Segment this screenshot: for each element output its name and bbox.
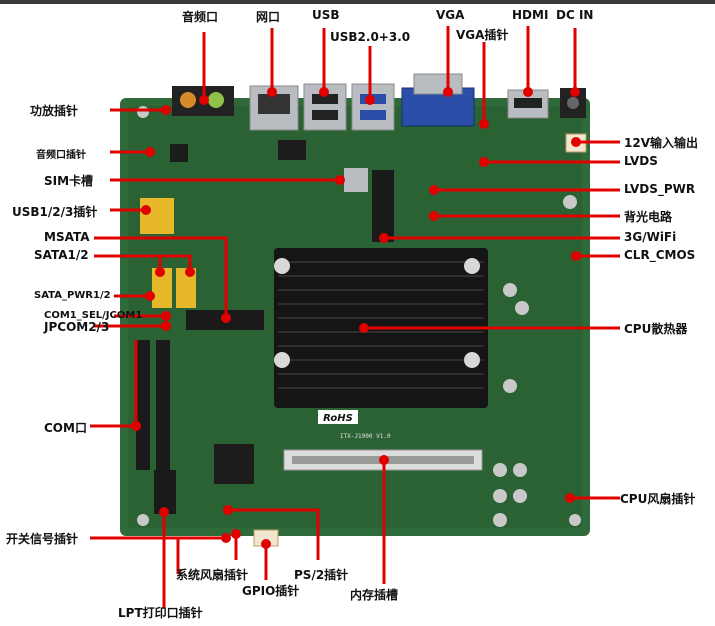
audio-jack [208, 92, 224, 108]
wifi-slot [372, 170, 394, 242]
mount-hole [137, 514, 149, 526]
label-dc-in: DC IN [556, 8, 594, 22]
usb-port-body [351, 83, 395, 131]
lan-chip [278, 140, 306, 160]
label-usb20-30: USB2.0+3.0 [330, 30, 411, 44]
audio-jack [180, 92, 196, 108]
label-hdmi: HDMI [512, 8, 549, 22]
rohs-mark-box [318, 410, 358, 424]
label-cpu-fan-header: CPU风扇插针 [620, 492, 696, 506]
sim-slot-frame [344, 168, 368, 192]
vga-connector-shell [413, 73, 463, 95]
label-usb123-header: USB1/2/3插针 [12, 205, 98, 219]
label-com-port: COM口 [44, 421, 87, 435]
label-audio-header: 音频口插针 [36, 150, 86, 161]
label-lpt-header: LPT打印口插针 [118, 606, 203, 620]
com-header [136, 340, 150, 470]
audio-chip [170, 144, 188, 162]
rohs-mark: RoHS [323, 413, 353, 424]
label-lvds: LVDS [624, 154, 658, 168]
label-sys-fan-header: 系统风扇插针 [176, 568, 249, 582]
board-model: ITX-J1900 V1.0 [340, 433, 391, 440]
heatsink-pin [464, 352, 480, 368]
usb-port-slot [312, 110, 338, 120]
io-chip [214, 444, 254, 484]
label-lvds-pwr: LVDS_PWR [624, 182, 696, 196]
heatsink-pin [464, 258, 480, 274]
label-wifi-3g: 3G/WiFi [624, 230, 677, 244]
usb-port-slot [312, 94, 338, 104]
lpt-header [154, 470, 176, 514]
label-audio-port: 音频口 [182, 10, 219, 24]
heatsink-fins [278, 261, 484, 389]
label-sata-pwr12: SATA_PWR1/2 [34, 290, 111, 301]
label-msata: MSATA [44, 230, 90, 244]
label-lan-port: 网口 [256, 10, 281, 24]
label-ps2-header: PS/2插针 [294, 568, 349, 582]
capacitors [493, 195, 577, 527]
usb-port-slot [360, 110, 386, 120]
heatsink-pin [274, 352, 290, 368]
label-vga: VGA [436, 8, 465, 22]
mount-hole [137, 106, 149, 118]
usb-header-block [140, 198, 174, 234]
dc-in-hole [567, 97, 579, 109]
com-header [156, 340, 170, 470]
label-backlight: 背光电路 [624, 210, 673, 224]
label-gpio-header: GPIO插针 [242, 584, 300, 598]
mount-hole [569, 514, 581, 526]
top-bar [0, 0, 715, 4]
label-sata12: SATA1/2 [34, 248, 89, 262]
label-jpcom23: JPCOM2/3 [44, 320, 110, 334]
label-com1-sel: COM1_SEL/JCOM1 [44, 310, 143, 321]
label-vga-header: VGA插针 [456, 28, 509, 42]
leader-dots [131, 87, 581, 549]
label-sim-slot: SIM卡槽 [44, 174, 94, 188]
hdmi-port-opening [514, 98, 542, 108]
leader-lines [90, 26, 620, 608]
heatsink-pin [274, 258, 290, 274]
label-amp-header: 功放插针 [30, 104, 79, 118]
sata-connector [152, 268, 172, 308]
label-12v: 12V输入输出 [624, 136, 698, 150]
lan-port-opening [258, 94, 290, 114]
label-power-switch-header: 开关信号插针 [6, 532, 79, 546]
sata-connector [176, 268, 196, 308]
label-cpu-heatsink: CPU散热器 [624, 322, 688, 336]
label-memory-slot: 内存插槽 [350, 588, 399, 602]
label-clr-cmos: CLR_CMOS [624, 248, 696, 262]
label-usb: USB [312, 8, 340, 22]
